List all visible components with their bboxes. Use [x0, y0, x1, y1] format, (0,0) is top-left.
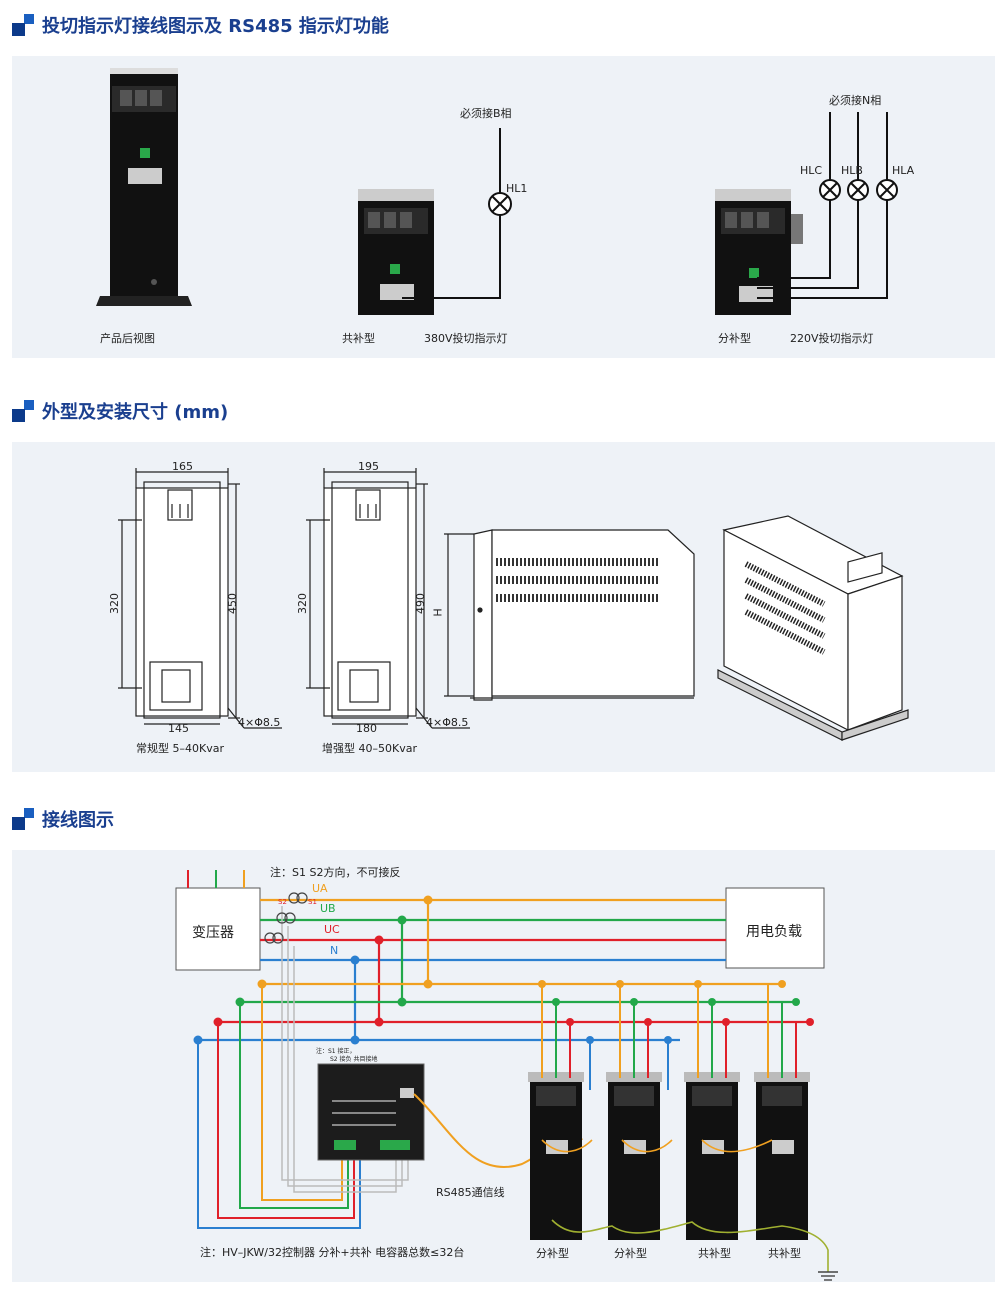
enh-width-bottom: 180 [356, 722, 377, 735]
std-holes: 4×Φ8.5 [238, 716, 281, 729]
hlb-lamp-symbol [847, 179, 869, 201]
hla-label: HLA [892, 164, 915, 177]
controller-note-1: 注：S1 接正， [316, 1048, 356, 1055]
hlc-lamp-symbol [819, 179, 841, 201]
must-n-phase-label: 必须接N相 [829, 94, 882, 107]
section-title: 投切指示灯接线图示及 RS485 指示灯功能 [42, 16, 389, 37]
rs485-label: RS485通信线 [436, 1186, 505, 1199]
indicator-wiring-diagram [96, 68, 898, 315]
dimensions-panel: 165 145 320 450 4×Φ8.5 常规型 5–40Kvar 195 … [12, 442, 995, 772]
load-box [725, 887, 825, 969]
enh-caption: 增强型 40–50Kvar [322, 742, 417, 755]
hlb-label: HLB [841, 164, 863, 177]
unit-label-4: 共补型 [768, 1247, 801, 1260]
section-heading-indicator: 投切指示灯接线图示及 RS485 指示灯功能 [12, 12, 389, 38]
unit-label-3: 共补型 [698, 1247, 731, 1260]
current-transformers [264, 892, 308, 944]
capacitor-unit-3 [684, 980, 740, 1240]
phase-uc-label: UC [324, 923, 340, 936]
enh-height-outer: 490 [414, 593, 427, 614]
enh-holes: 4×Φ8.5 [426, 716, 469, 729]
std-caption: 常规型 5–40Kvar [136, 742, 224, 755]
top-note: 注：S1 S2方向，不可接反 [270, 866, 401, 879]
rear-view-label: 产品后视图 [100, 332, 155, 345]
phase-ua-label: UA [312, 882, 328, 895]
std-height-inner: 320 [108, 593, 121, 614]
controller-note-2: S2 接负 共目接地 [330, 1056, 378, 1063]
section-bullet-icon [12, 14, 34, 36]
enh-width-top: 195 [358, 460, 379, 473]
unit-label-1: 分补型 [536, 1247, 569, 1260]
common-type-label: 共补型 [342, 332, 375, 345]
section-title: 接线图示 [42, 810, 114, 831]
indicator-wiring-panel: 产品后视图 共补型 380V投切指示灯 必须接B相 HL1 分补型 220V投切… [12, 56, 995, 358]
std-width-top: 165 [172, 460, 193, 473]
split-type-label: 分补型 [718, 332, 751, 345]
controller-unit [317, 1063, 425, 1161]
dimension-drawings [118, 468, 909, 741]
side-view-drawing [444, 529, 695, 701]
lamp-380-label: 380V投切指示灯 [424, 332, 508, 345]
transformer-box [175, 887, 261, 971]
std-width-bottom: 145 [168, 722, 189, 735]
wiring-panel: 注：S1 S2方向，不可接反 变压器 用电负载 UA UB UC N S1 S2… [12, 850, 995, 1282]
hl1-lamp-symbol [488, 192, 512, 216]
std-cabinet-drawing [118, 468, 282, 729]
ground-wire [551, 1219, 829, 1272]
hlc-label: HLC [800, 164, 823, 177]
split-type-unit-image [715, 189, 803, 315]
common-type-unit-image [358, 189, 434, 315]
section-heading-dimensions: 外型及安装尺寸 (mm) [12, 398, 228, 424]
enh-height-inner: 320 [296, 593, 309, 614]
section-title: 外型及安装尺寸 (mm) [42, 402, 229, 423]
s1-label: S1 [308, 898, 317, 906]
side-height-label: H [431, 608, 445, 617]
lamp-220-label: 220V投切指示灯 [790, 332, 874, 345]
unit-label-2: 分补型 [614, 1247, 647, 1260]
std-height-outer: 450 [226, 593, 239, 614]
phase-n-label: N [330, 944, 339, 957]
load-label: 用电负载 [746, 924, 802, 940]
capacitor-unit-1 [528, 980, 594, 1240]
product-rear-view-image [96, 68, 192, 306]
section-bullet-icon [12, 400, 34, 422]
capacitor-unit-2 [606, 980, 672, 1240]
hla-lamp-symbol [876, 179, 898, 201]
hl1-label: HL1 [506, 182, 528, 195]
transformer-label: 变压器 [192, 925, 234, 941]
must-b-phase-label: 必须接B相 [460, 107, 512, 120]
phase-ub-label: UB [320, 902, 336, 915]
section-heading-wiring: 接线图示 [12, 806, 114, 832]
capacitor-unit-4 [754, 980, 814, 1240]
bottom-note: 注：HV–JKW/32控制器 分补+共补 电容器总数≤32台 [200, 1246, 465, 1259]
enh-cabinet-drawing [306, 468, 470, 729]
section-bullet-icon [12, 808, 34, 830]
ground-icon [818, 1271, 838, 1281]
wiring-diagram [175, 870, 838, 1281]
isometric-view-drawing [717, 515, 909, 741]
s2-label: S2 [278, 898, 287, 906]
